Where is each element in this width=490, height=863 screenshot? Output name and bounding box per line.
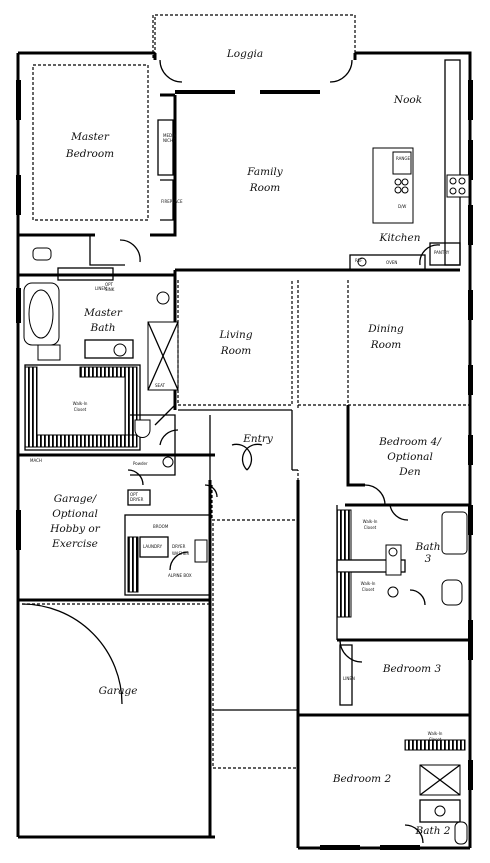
note-opt-dryer-2: DRYER (130, 497, 144, 502)
master-bedroom-walls (18, 59, 353, 237)
bedroom-wing (296, 405, 470, 848)
label-bath3-1: Bath (415, 541, 441, 553)
label-bedroom3: Bedroom 3 (382, 663, 442, 675)
label-kitchen: Kitchen (378, 232, 420, 244)
label-garage: Garage (99, 685, 138, 697)
note-walkin-b4-1: Walk-In (363, 519, 378, 524)
note-walkin-master-1: Walk-In (73, 401, 88, 406)
master-bath (18, 235, 179, 410)
garage (18, 523, 298, 769)
label-family-room-1: Family (246, 166, 284, 178)
note-dw: D/W (398, 204, 406, 209)
label-master-bath-1: Master (83, 307, 123, 319)
bath-2 (404, 739, 468, 845)
note-mach: MACH (30, 458, 42, 463)
note-broom: BROOM (153, 524, 169, 529)
label-dining-room-2: Room (370, 339, 402, 351)
note-oven: OVEN (386, 260, 397, 265)
label-garage-opt-1: Garage/ (54, 493, 98, 505)
note-walkin-b2-2: Closet (429, 737, 442, 742)
note-fireplace: FIREPLACE (161, 199, 183, 204)
label-bath2: Bath 2 (415, 825, 451, 837)
label-dining-room-1: Dining (367, 323, 404, 335)
note-alpine-box: ALPINE BOX (168, 573, 192, 578)
note-dryer: DRYER (172, 544, 186, 549)
label-entry: Entry (242, 433, 274, 445)
note-media-niche-1: MEDIA (163, 133, 176, 138)
note-walkin-b2-1: Walk-In (428, 731, 443, 736)
label-family-room-2: Room (249, 182, 281, 194)
powder-laundry (18, 404, 215, 596)
label-living-room-2: Room (220, 345, 252, 357)
note-washer: WASHER (172, 551, 190, 556)
label-master-bedroom-1: Master (70, 131, 110, 143)
label-bedroom2: Bedroom 2 (332, 773, 392, 785)
label-garage-opt-4: Exercise (51, 538, 98, 550)
note-opt-sink-2: SINK (105, 287, 115, 292)
note-opt-dryer-1: OPT (130, 492, 139, 497)
label-master-bedroom-2: Bedroom (65, 148, 114, 160)
note-opt-sink-1: OPT (105, 282, 114, 287)
exterior-walls (16, 51, 472, 850)
note-walkin-b4-2: Closet (364, 525, 377, 530)
note-walkin-master-2: Closet (74, 407, 87, 412)
note-media-niche-2: NICHE (163, 138, 176, 143)
label-garage-opt-3: Hobby or (49, 523, 101, 535)
label-bedroom4-3: Den (398, 466, 421, 478)
label-bath3-2: 3 (425, 553, 432, 565)
label-garage-opt-2: Optional (52, 508, 98, 520)
note-linen: LINEN (95, 286, 107, 291)
kitchen-area (175, 59, 470, 272)
note-seat: SEAT (155, 383, 165, 388)
note-range: RANGE (396, 156, 410, 161)
note-pantry: PANTRY (434, 250, 450, 255)
note-ref: REF (355, 258, 363, 263)
note-powder: Powder (133, 461, 148, 466)
living-dining (177, 280, 470, 521)
label-nook: Nook (393, 94, 422, 106)
note-linen-b3: LINEN (343, 676, 355, 681)
label-master-bath-2: Bath (90, 322, 116, 334)
label-living-room-1: Living (218, 329, 252, 341)
note-laundry: LAUNDRY (143, 544, 163, 549)
note-walkin-b3-1: Walk-In (361, 581, 376, 586)
note-walkin-b3-2: Closet (362, 587, 375, 592)
windows (16, 80, 473, 850)
label-bedroom4-2: Optional (387, 451, 433, 463)
label-loggia: Loggia (226, 48, 263, 60)
master-walkin-closet (24, 364, 141, 451)
label-bedroom4-1: Bedroom 4/ (378, 436, 442, 448)
